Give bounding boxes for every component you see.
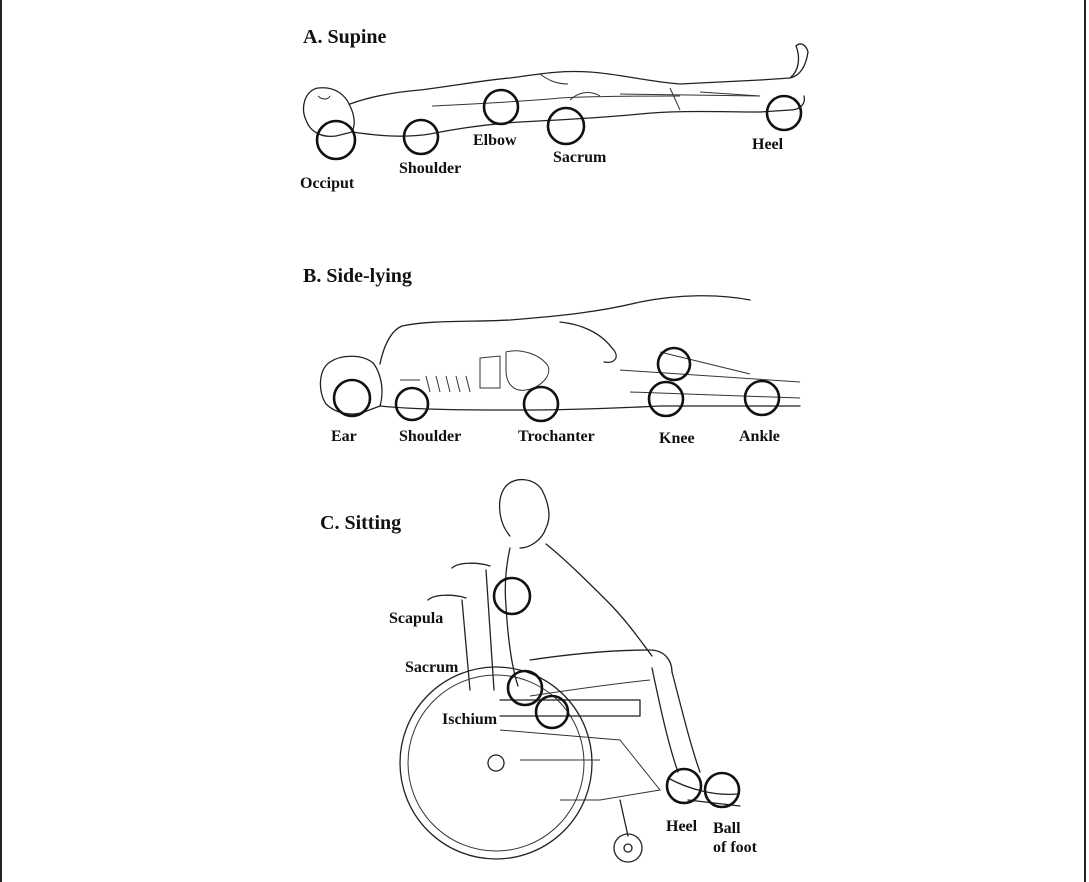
label-heel-supine: Heel — [752, 137, 783, 154]
label-elbow: Elbow — [473, 133, 517, 150]
side-lying-pressure-rings — [334, 348, 779, 421]
sitting-figure — [500, 480, 738, 795]
label-ball: Ball — [713, 821, 741, 838]
panel-b-title: B. Side-lying — [303, 265, 412, 288]
label-shoulder-supine: Shoulder — [399, 161, 461, 178]
label-ankle: Ankle — [739, 429, 780, 446]
label-heel-sitting: Heel — [666, 819, 697, 836]
label-knee: Knee — [659, 431, 695, 448]
supine-figure — [303, 44, 808, 136]
label-scapula: Scapula — [389, 611, 443, 628]
panel-c-title: C. Sitting — [320, 512, 401, 535]
label-sacrum-sitting: Sacrum — [405, 660, 458, 677]
sitting-pressure-rings — [494, 578, 739, 807]
label-shoulder-side: Shoulder — [399, 429, 461, 446]
panel-a-title: A. Supine — [303, 26, 386, 49]
label-ischium: Ischium — [442, 712, 497, 729]
label-of-foot: of foot — [713, 840, 757, 857]
label-sacrum-supine: Sacrum — [553, 150, 606, 167]
label-ear: Ear — [331, 429, 357, 446]
label-occiput: Occiput — [300, 176, 354, 193]
side-lying-figure — [320, 296, 800, 414]
label-trochanter: Trochanter — [518, 429, 595, 446]
